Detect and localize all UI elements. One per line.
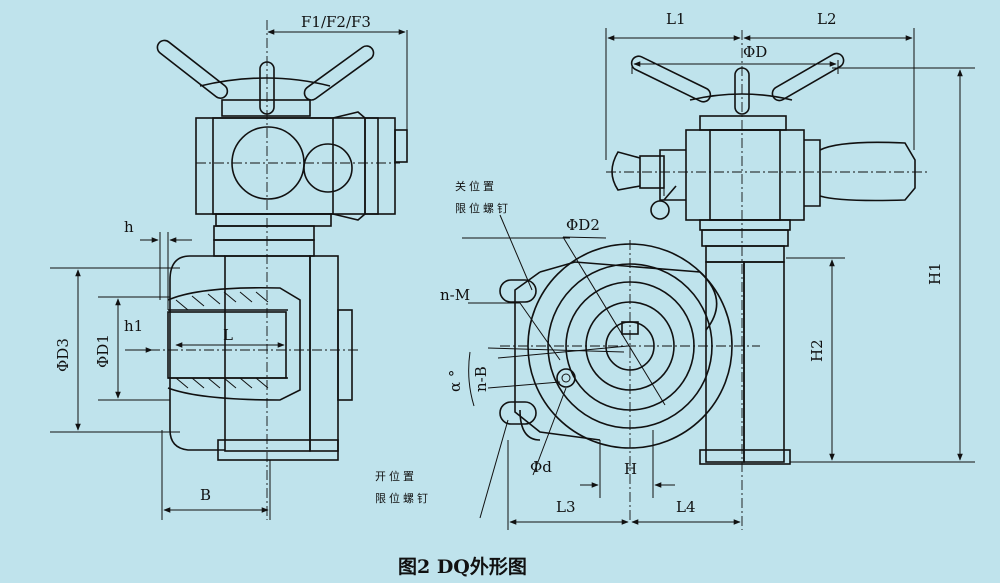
label-h2-cap: H2	[808, 339, 826, 362]
label-phi-d1: ΦD1	[94, 334, 112, 368]
dimension-labels: F1/F2/F3 h h1 L ΦD3 ΦD1 B L1 L2 ΦD ΦD2 n…	[54, 10, 944, 578]
front-view	[462, 28, 975, 530]
label-phi-d2: ΦD2	[566, 216, 600, 234]
label-h1-cap: H1	[926, 262, 944, 285]
label-b: B	[200, 486, 211, 504]
label-n-b: n-B	[472, 366, 490, 392]
label-l4: L4	[676, 498, 696, 516]
label-phi-d: ΦD	[743, 43, 767, 61]
label-h-cap: H	[624, 460, 637, 478]
label-l: L	[223, 326, 233, 344]
side-motor-housing	[195, 111, 408, 227]
label-h1: h1	[124, 317, 143, 335]
label-phi-d3: ΦD3	[54, 338, 72, 372]
label-close-limit-screw: 限位螺钉	[455, 201, 511, 215]
side-gear-housing	[167, 255, 301, 451]
side-handwheel	[156, 39, 375, 117]
figure-caption: 图2 DQ外形图	[398, 555, 527, 578]
label-phi-small-d: Φd	[530, 458, 552, 476]
label-close-position: 关位置	[455, 179, 497, 193]
label-h: h	[124, 218, 134, 236]
label-l3: L3	[556, 498, 576, 516]
label-open-limit-screw: 限位螺钉	[375, 491, 431, 505]
side-column	[213, 225, 353, 461]
front-column	[699, 261, 791, 465]
label-f123: F1/F2/F3	[301, 13, 371, 31]
label-l1: L1	[666, 10, 686, 28]
label-n-m: n-M	[440, 286, 470, 304]
label-l2: L2	[817, 10, 837, 28]
label-alpha: α °	[446, 370, 464, 392]
side-view	[50, 20, 408, 520]
label-open-position: 开位置	[375, 469, 417, 483]
